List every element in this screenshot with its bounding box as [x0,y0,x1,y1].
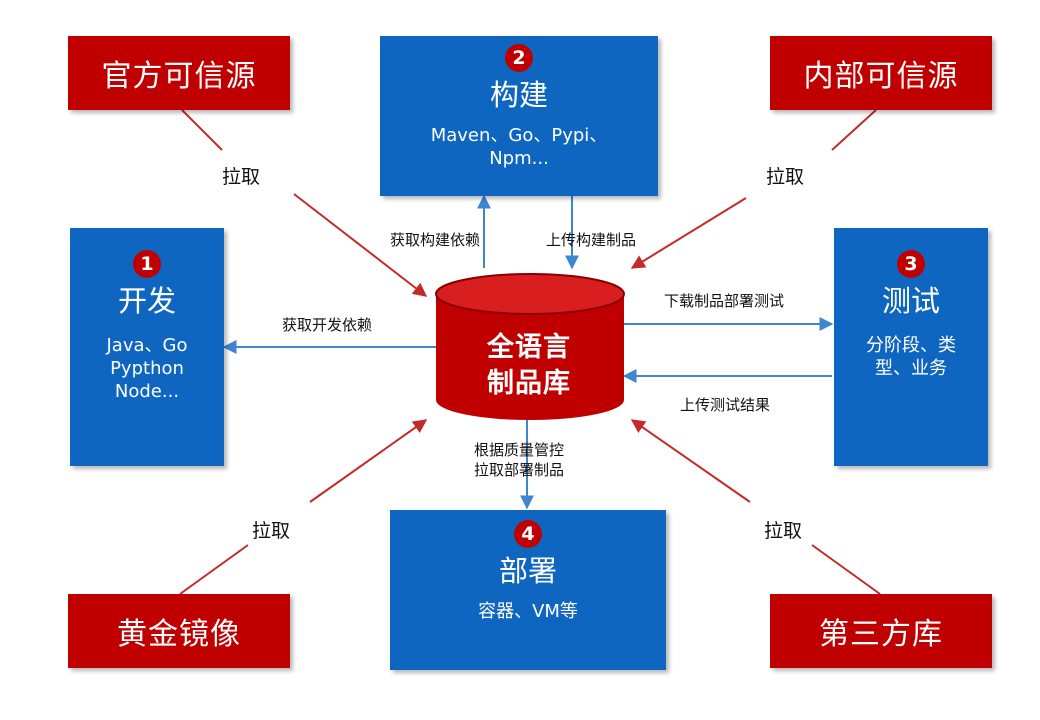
source-thirdparty-label: 第三方库 [819,617,943,652]
arrow-internal-to-hub-head [630,197,747,269]
edge-label-upload-test: 上传测试结果 [680,396,771,414]
stage-deploy-detail: 容器、VM等 [478,601,578,622]
stage-dev-detail: Java、Go Pypthon Node... [106,335,188,402]
stage-test: 3 测试 分阶段、类 型、业务 [834,228,988,466]
stage-build-number: 2 [505,44,533,72]
stage-build: 2 构建 Maven、Go、Pypi、 Npm... [380,36,658,196]
arrow-thirdparty-to-hub [811,544,881,595]
stage-deploy-title: 部署 [498,554,557,588]
stage-test-detail: 分阶段、类 型、业务 [866,335,956,379]
stage-deploy: 4 部署 容器、VM等 [390,510,666,670]
stage-build-title: 构建 [489,78,548,112]
edge-label-pull-official: 拉取 [222,166,261,188]
stage-test-number: 3 [897,250,925,278]
stage-deploy-number: 4 [514,520,542,548]
arrow-thirdparty-to-hub-head [630,419,751,503]
hub-cylinder [435,273,625,420]
stage-dev-title: 开发 [117,284,176,318]
stage-dev: 1 开发 Java、Go Pypthon Node... [70,228,224,466]
source-thirdparty: 第三方库 [770,594,992,668]
edge-label-deploy-pull: 根据质量管控 拉取部署制品 [474,441,565,479]
stage-test-title: 测试 [881,284,940,318]
edge-label-pull-golden: 拉取 [252,520,291,542]
edge-label-download-test: 下载制品部署测试 [664,292,785,310]
arrow-official-to-hub-head [293,193,428,297]
edge-label-upload-build: 上传构建制品 [546,231,637,249]
arrow-official-to-hub [181,109,223,151]
source-golden-label: 黄金镜像 [117,617,241,652]
arrow-internal-to-hub [831,109,877,151]
source-internal-label: 内部可信源 [803,59,959,94]
stage-dev-number: 1 [133,250,161,278]
edge-label-pull-thirdparty: 拉取 [764,520,803,542]
edge-label-get-build-deps: 获取构建依赖 [390,231,481,249]
source-golden: 黄金镜像 [68,594,290,668]
source-official-label: 官方可信源 [101,59,257,94]
source-official: 官方可信源 [68,36,290,110]
arrow-golden-to-hub [179,544,249,595]
edge-label-get-dev-deps: 获取开发依赖 [282,316,373,334]
hub-label: 全语言 制品库 [487,332,571,399]
source-internal: 内部可信源 [770,36,992,110]
edge-label-pull-internal: 拉取 [766,166,805,188]
stage-build-detail: Maven、Go、Pypi、 Npm... [430,125,608,169]
arrow-golden-to-hub-head [309,419,428,503]
